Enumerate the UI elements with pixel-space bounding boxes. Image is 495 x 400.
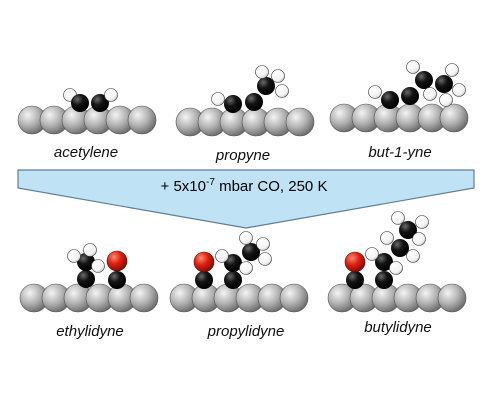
hydrogen-atom (445, 63, 459, 77)
surface-atom (127, 105, 157, 135)
hydrogen-atom (271, 69, 285, 83)
hydrogen-atom (83, 243, 97, 257)
surface-atom (285, 107, 315, 137)
label-but-1-yne: but-1-yne (368, 144, 431, 161)
hydrogen-atom (104, 88, 118, 102)
propylidyne-model (169, 231, 309, 313)
surface-atom (129, 283, 159, 313)
hydrogen-atom (391, 211, 405, 225)
carbon-atom (415, 71, 433, 89)
hydrogen-atom (67, 249, 81, 263)
hydrogen-atom (215, 249, 229, 263)
hydrogen-atom (211, 92, 225, 106)
butylidyne-surface (327, 283, 467, 313)
conditions-exponent: -7 (206, 177, 215, 188)
ethylidyne-surface (19, 283, 159, 313)
carbon-atom (224, 271, 242, 289)
carbon-atom (375, 253, 393, 271)
hydrogen-atom (91, 259, 105, 273)
hydrogen-atom (258, 252, 272, 266)
label-propylidyne: propylidyne (207, 323, 285, 340)
hydrogen-atom (380, 231, 394, 245)
carbon-atom (346, 271, 364, 289)
hydrogen-atom (406, 249, 420, 263)
carbon-atom (108, 271, 126, 289)
hydrogen-atom (389, 261, 403, 275)
hydrogen-atom (423, 87, 437, 101)
label-acetylene: acetylene (54, 144, 118, 161)
arrow-shape (17, 169, 475, 229)
hydrogen-atom (368, 85, 382, 99)
propyne-model (175, 65, 315, 137)
hydrogen-atom (239, 231, 253, 245)
acetylene-model (17, 88, 157, 135)
hydrogen-atom (452, 83, 466, 97)
oxygen-atom (106, 250, 128, 272)
hydrogen-atom (255, 65, 269, 79)
carbon-atom (71, 94, 89, 112)
carbon-atom (242, 243, 260, 261)
propyne-surface (175, 107, 315, 137)
carbon-atom (77, 253, 95, 271)
carbon-atom (91, 94, 109, 112)
hydrogen-atom (439, 93, 453, 107)
hydrogen-atom (275, 84, 289, 98)
label-propyne: propyne (215, 147, 270, 164)
conditions-prefix: + 5x10 (161, 178, 206, 195)
surface-atom (439, 103, 469, 133)
acetylene-surface (17, 105, 157, 135)
carbon-atom (224, 95, 242, 113)
carbon-atom (245, 93, 263, 111)
carbon-atom (257, 77, 275, 95)
carbon-atom (195, 271, 213, 289)
conditions-suffix: mbar CO, 250 K (215, 178, 328, 195)
carbon-atom (399, 221, 417, 239)
carbon-atom (375, 271, 393, 289)
hydrogen-atom (256, 237, 270, 251)
label-ethylidyne: ethylidyne (56, 323, 124, 340)
reaction-arrow: + 5x10-7 mbar CO, 250 K (17, 169, 475, 229)
oxygen-atom (193, 251, 215, 273)
but-1-yne-model (329, 60, 469, 133)
carbon-atom (381, 91, 399, 109)
surface-atom (437, 283, 467, 313)
carbon-atom (224, 254, 242, 272)
carbon-atom (401, 87, 419, 105)
hydrogen-atom (239, 261, 253, 275)
surface-atom (279, 283, 309, 313)
oxygen-atom (344, 251, 366, 273)
hydrogen-atom (365, 247, 379, 261)
reaction-conditions: + 5x10-7 mbar CO, 250 K (161, 177, 328, 195)
hydrogen-atom (415, 215, 429, 229)
but-1-yne-surface (329, 103, 469, 133)
butylidyne-model (327, 211, 467, 313)
label-butylidyne: butylidyne (364, 319, 432, 336)
ethylidyne-model (19, 243, 159, 313)
hydrogen-atom (406, 60, 420, 74)
carbon-atom (77, 270, 95, 288)
hydrogen-atom (412, 232, 426, 246)
carbon-atom (391, 239, 409, 257)
propylidyne-surface (169, 283, 309, 313)
carbon-atom (435, 75, 453, 93)
